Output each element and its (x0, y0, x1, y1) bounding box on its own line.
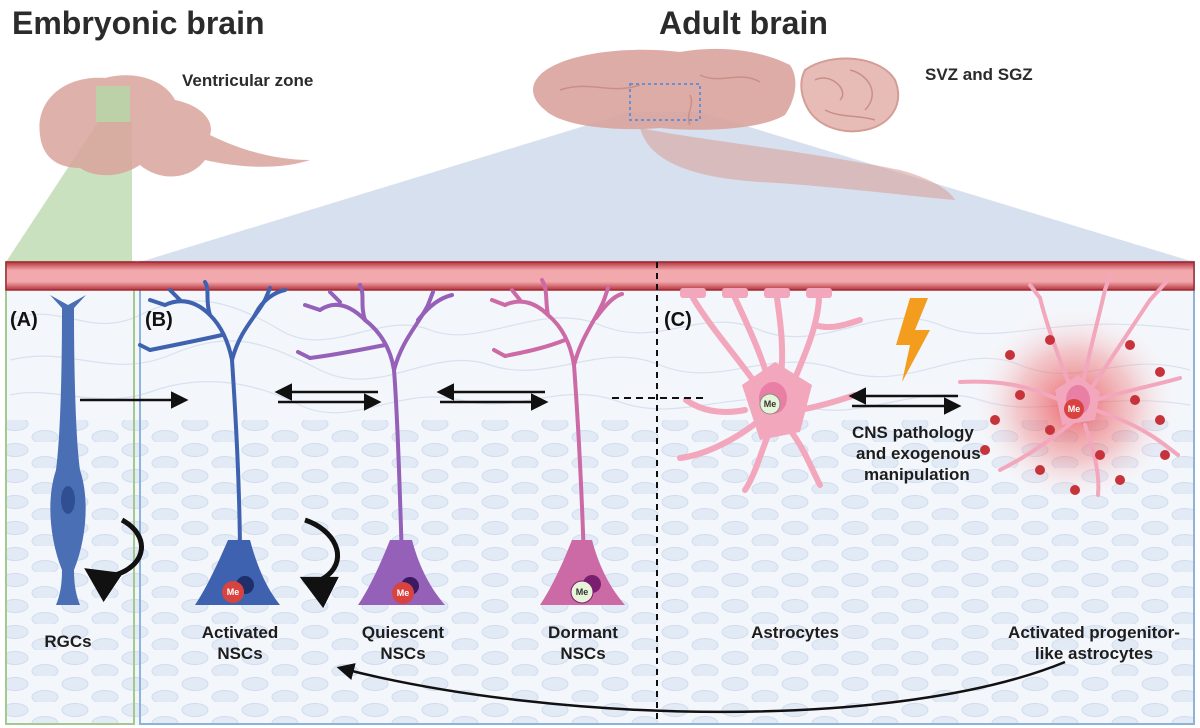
activated-self-renewal-arrow (299, 517, 341, 609)
dormant-nsc-nucleus-label: Me (576, 587, 589, 597)
quiescent-nsc-nucleus-label: Me (397, 588, 410, 598)
ventricular-zone-label: Ventricular zone (182, 71, 313, 90)
panel-b-label: (B) (145, 309, 173, 331)
progenitor-to-activated-long-arrow (336, 660, 1066, 714)
quiescent-nsc-nucleus (392, 582, 414, 604)
dormant-nsc-cell (490, 278, 624, 562)
adult-brain (533, 48, 955, 200)
astrocyte-cell: Me (677, 288, 863, 493)
adult-brain-title: Adult brain (659, 5, 828, 41)
lightning-icon (896, 298, 930, 382)
rgc-self-renewal-arrow (84, 517, 144, 603)
dormant-nsc-nucleus (570, 580, 594, 604)
progenitor-label-line2: like astrocytes (1035, 644, 1153, 663)
quiescent-nsc-label-line1: Quiescent (362, 623, 445, 642)
dormant-nsc-body (540, 540, 625, 605)
activated-nsc-cell (138, 280, 287, 562)
activated-nsc-label-line1: Activated (202, 623, 279, 642)
rgc-label: RGCs (44, 632, 91, 651)
blood-vessel (5, 261, 1195, 291)
astrocytes-label: Astrocytes (751, 623, 839, 642)
activated-nsc-nucleus (222, 581, 244, 603)
progenitor-astrocyte-cell: Me (958, 273, 1182, 505)
progenitor-label-line1: Activated progenitor- (1008, 623, 1180, 642)
adult-projection (140, 112, 1194, 262)
pathology-label-line1: CNS pathology (852, 423, 974, 442)
svg-text:Me: Me (764, 399, 777, 409)
svg-text:Me: Me (1068, 404, 1081, 414)
rgc-cell (50, 295, 86, 605)
dormant-nsc-label-line2: NSCs (560, 644, 605, 663)
activated-nsc-body (195, 540, 280, 605)
quiescent-nsc-cell (296, 283, 454, 562)
panel-c-label: (C) (664, 309, 692, 331)
activated-nsc-label-line2: NSCs (217, 644, 262, 663)
quiescent-nsc-body (358, 540, 445, 605)
pathology-label-line2: and exogenous (856, 444, 981, 463)
quiescent-nsc-label-line2: NSCs (380, 644, 425, 663)
pathology-label-line3: manipulation (864, 465, 970, 484)
panel-a-label: (A) (10, 309, 38, 331)
embryonic-brain (39, 75, 311, 177)
embryonic-brain-title: Embryonic brain (12, 5, 265, 41)
activated-nsc-nucleus-label: Me (227, 587, 240, 597)
svz-sgz-label: SVZ and SGZ (925, 65, 1033, 84)
dormant-nsc-label-line1: Dormant (548, 623, 618, 642)
